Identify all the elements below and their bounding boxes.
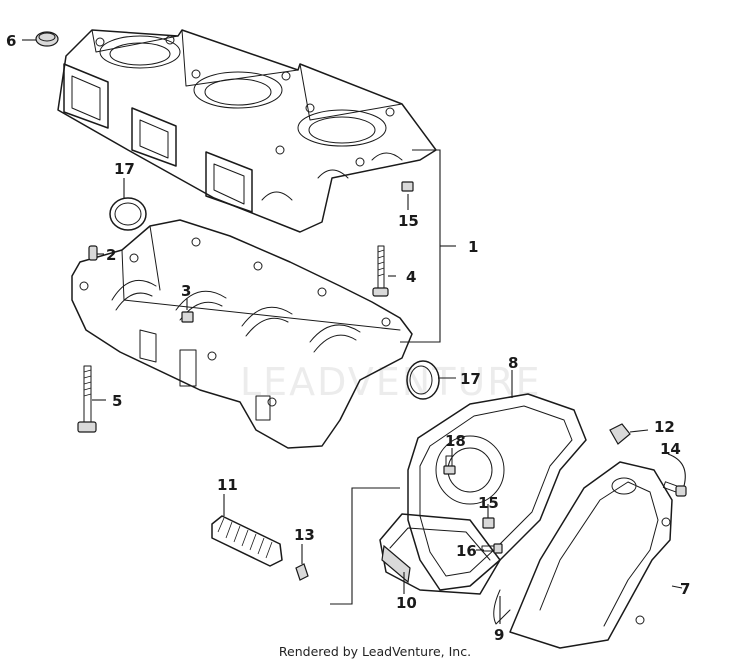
callout-16: 16 <box>456 542 477 560</box>
callout-2: 2 <box>106 246 116 264</box>
part-15-dowel-upper <box>401 181 414 192</box>
callout-15-lower: 15 <box>478 494 499 512</box>
part-18-bolt <box>443 455 456 475</box>
part-8-gasket <box>407 393 587 591</box>
part-14-bolt <box>662 481 687 497</box>
part-11-boot <box>211 515 283 567</box>
part-17-seal-left <box>109 197 147 231</box>
callout-11: 11 <box>217 476 238 494</box>
callout-17-left: 17 <box>114 160 135 178</box>
callout-18: 18 <box>445 432 466 450</box>
part-17-seal-right <box>406 360 440 400</box>
lower-crankcase <box>71 219 413 449</box>
callout-6: 6 <box>6 32 16 50</box>
part-7-outer-cover <box>509 461 673 649</box>
part-15-dowel-lower <box>482 517 495 529</box>
callout-13: 13 <box>294 526 315 544</box>
rendered-by-credit: Rendered by LeadVenture, Inc. <box>278 644 472 659</box>
part-16-bolt <box>481 543 503 554</box>
callout-15-upper: 15 <box>398 212 419 230</box>
part-2-dowel <box>88 245 98 261</box>
callout-8: 8 <box>508 354 518 372</box>
callout-1: 1 <box>468 238 478 256</box>
callout-12: 12 <box>654 418 675 436</box>
part-13-clamp <box>295 563 309 581</box>
callout-10: 10 <box>396 594 417 612</box>
callout-5: 5 <box>112 392 122 410</box>
part-3-block <box>181 311 194 323</box>
callout-3: 3 <box>181 282 191 300</box>
part-6-plug <box>35 31 59 47</box>
callout-4: 4 <box>406 268 416 286</box>
part-5-bolt <box>77 365 97 433</box>
part-12-cap <box>609 423 631 445</box>
callout-labels: 6 1 2 3 4 5 7 8 9 10 11 12 13 14 15 15 1… <box>6 32 690 644</box>
part-10-cover <box>379 513 501 595</box>
callout-9: 9 <box>494 626 504 644</box>
watermark: LEADVENTURE <box>240 360 542 404</box>
part-9-seal <box>493 589 511 625</box>
upper-crankcase <box>57 29 437 233</box>
leader-lines <box>22 39 686 624</box>
callout-14: 14 <box>660 440 681 458</box>
part-4-bolt <box>372 245 389 297</box>
callout-7: 7 <box>680 580 690 598</box>
callout-17-right: 17 <box>460 370 481 388</box>
